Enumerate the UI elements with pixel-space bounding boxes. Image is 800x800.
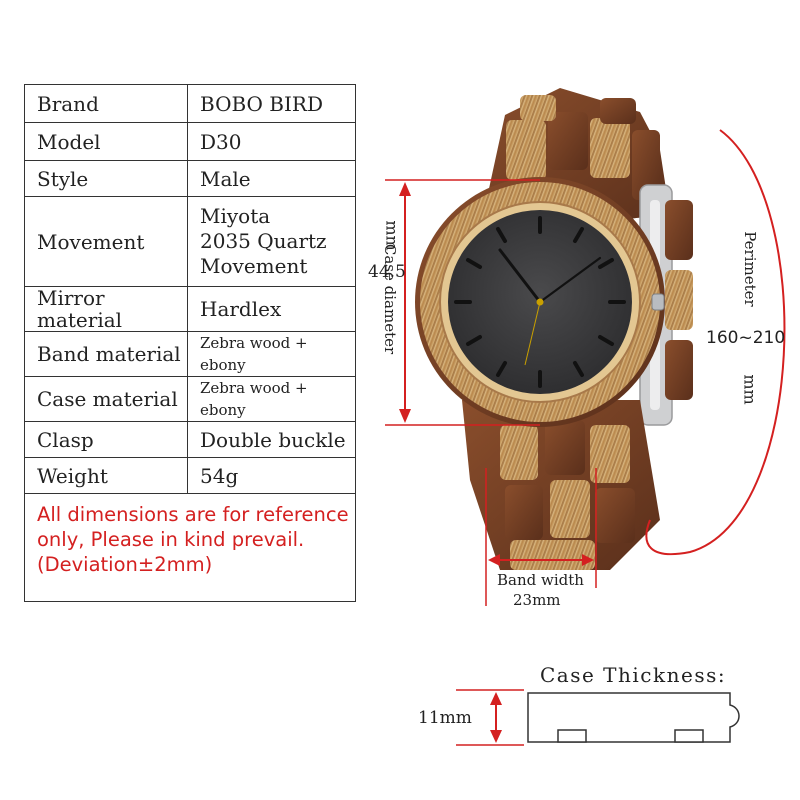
watch-case	[415, 177, 665, 427]
perimeter-unit: mm	[740, 374, 760, 405]
case-diameter-label: Case diameter	[381, 243, 399, 355]
watch-hands	[498, 248, 602, 366]
lower-band	[462, 400, 660, 570]
spec-key: Movement	[24, 196, 188, 287]
spec-key: Model	[24, 122, 188, 161]
dial-indices	[454, 216, 626, 388]
spec-value: 54g	[187, 457, 356, 494]
spec-key: Style	[24, 160, 188, 197]
spec-key: Case material	[24, 376, 188, 422]
spec-key: Brand	[24, 84, 188, 123]
spec-row-case: Case material Zebra wood + ebony	[24, 376, 356, 422]
upper-band	[480, 88, 693, 426]
spec-table: Brand BOBO BIRD Model D30 Style Male Mov…	[24, 84, 356, 602]
spec-value: D30	[187, 122, 356, 161]
spec-value: Zebra wood + ebony	[187, 331, 356, 377]
spec-value: BOBO BIRD	[187, 84, 356, 123]
band-width-value: 23mm	[513, 591, 561, 609]
spec-key: Band material	[24, 331, 188, 377]
spec-key: Clasp	[24, 421, 188, 458]
spec-key: Weight	[24, 457, 188, 494]
spec-value: Zebra wood + ebony	[187, 376, 356, 422]
spec-row-brand: Brand BOBO BIRD	[24, 84, 356, 123]
spec-row-mirror: Mirror material Hardlex	[24, 286, 356, 332]
case-diameter-unit: mm	[382, 220, 402, 251]
disclaimer-note: All dimensions are for reference only, P…	[24, 493, 356, 602]
spec-row-movement: Movement Miyota 2035 Quartz Movement	[24, 196, 356, 287]
case-diameter-value: 44.5	[368, 262, 406, 282]
perimeter-label: Perimeter	[741, 231, 759, 307]
spec-value: Miyota 2035 Quartz Movement	[187, 196, 356, 287]
spec-row-clasp: Clasp Double buckle	[24, 421, 356, 458]
spec-row-band: Band material Zebra wood + ebony	[24, 331, 356, 377]
spec-value: Male	[187, 160, 356, 197]
spec-row-weight: Weight 54g	[24, 457, 356, 494]
spec-value: Double buckle	[187, 421, 356, 458]
case-diameter-marker	[385, 179, 540, 426]
case-thickness-title: Case Thickness:	[540, 663, 727, 687]
case-thickness-value: 11mm	[418, 708, 472, 728]
perimeter-value: 160~210	[706, 328, 786, 348]
band-width-label: Band width	[497, 571, 584, 589]
spec-row-note: All dimensions are for reference only, P…	[24, 493, 356, 602]
spec-row-model: Model D30	[24, 122, 356, 161]
spec-value: Hardlex	[187, 286, 356, 332]
spec-row-style: Style Male	[24, 160, 356, 197]
spec-key: Mirror material	[24, 286, 188, 332]
thickness-diagram	[456, 689, 740, 746]
